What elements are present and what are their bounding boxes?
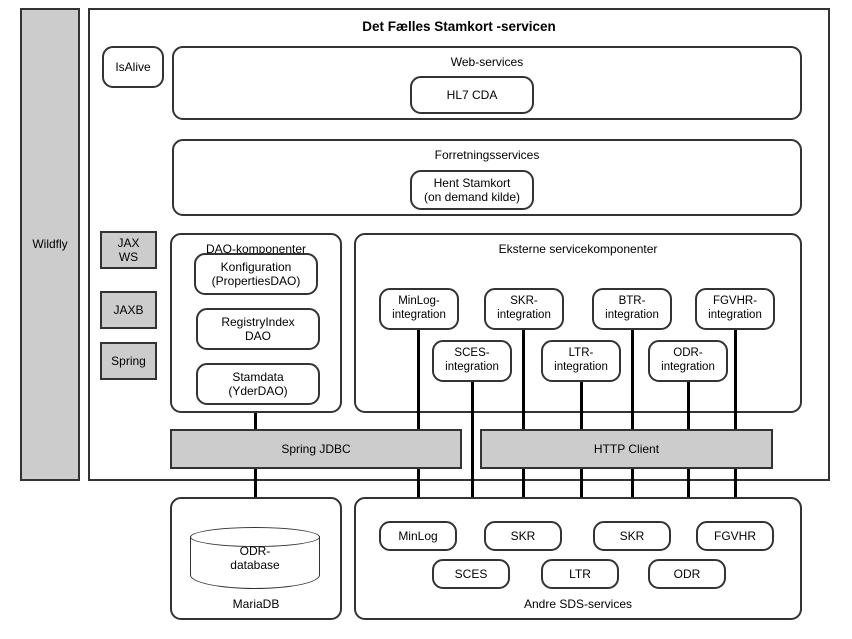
ext-skr-integration-label: SKR- integration <box>497 295 551 321</box>
dao-group-title: DAO-komponenter <box>205 242 307 256</box>
sds-sces-label: SCES <box>454 566 488 581</box>
ext-ltr-integration-label: LTR- integration <box>554 347 608 373</box>
module-jaxb[interactable]: JAXB <box>100 291 157 329</box>
sds-fgvhr[interactable]: FGVHR <box>696 521 774 551</box>
connector-spring-jdbc: Spring JDBC <box>170 429 462 469</box>
sds-fgvhr-label: FGVHR <box>714 528 756 543</box>
sds-odr-label: ODR <box>673 566 701 581</box>
odr-database-label: ODR- database <box>230 543 280 572</box>
page-title: Det Fælles Stamkort -servicen <box>362 19 556 34</box>
odr-database-cylinder[interactable]: ODR- database <box>190 527 320 589</box>
ext-minlog-integration-label: MinLog- integration <box>392 295 446 321</box>
ext-minlog-integration[interactable]: MinLog- integration <box>379 288 459 330</box>
sds-skr-2[interactable]: SKR <box>593 521 671 551</box>
ext-ltr-integration[interactable]: LTR- integration <box>541 340 621 382</box>
dao-stamdata[interactable]: Stamdata (YderDAO) <box>196 363 320 405</box>
cylinder-top <box>190 527 320 547</box>
connector-odr <box>687 382 690 576</box>
ext-odr-integration[interactable]: ODR- integration <box>648 340 728 382</box>
dao-konfiguration-label: Konfiguration (PropertiesDAO) <box>211 259 301 288</box>
module-jaxws[interactable]: JAX WS <box>100 231 157 269</box>
ext-btr-integration[interactable]: BTR- integration <box>592 288 672 330</box>
sds-skr-1-label: SKR <box>510 528 536 543</box>
connector-spring-jdbc-label: Spring JDBC <box>278 441 354 457</box>
forretningsservices-title: Forretningsservices <box>434 148 540 162</box>
dao-registryindex-label: RegistryIndex DAO <box>221 314 295 343</box>
module-jaxb-label: JAXB <box>113 302 144 317</box>
dao-stamdata-label: Stamdata (YderDAO) <box>228 369 288 398</box>
module-spring-label: Spring <box>111 353 146 368</box>
ext-btr-integration-label: BTR- integration <box>605 295 659 321</box>
sds-minlog-label: MinLog <box>398 528 438 543</box>
ext-sces-integration[interactable]: SCES- integration <box>432 340 512 382</box>
service-hl7-cda-label: HL7 CDA <box>446 87 498 102</box>
isalive-box[interactable]: IsAlive <box>102 46 164 88</box>
ext-odr-integration-label: ODR- integration <box>661 347 715 373</box>
sds-group <box>354 497 802 620</box>
module-jaxws-label: JAX WS <box>117 235 140 264</box>
ext-fgvhr-integration[interactable]: FGVHR- integration <box>695 288 775 330</box>
wildfly-label: Wildfly <box>32 237 68 252</box>
sds-sces[interactable]: SCES <box>432 559 510 589</box>
dao-konfiguration[interactable]: Konfiguration (PropertiesDAO) <box>194 253 318 295</box>
sds-odr[interactable]: ODR <box>648 559 726 589</box>
connector-http-client-label: HTTP Client <box>593 441 660 456</box>
mariadb-title: MariaDB <box>232 597 280 611</box>
sds-minlog[interactable]: MinLog <box>379 521 457 551</box>
sds-skr-1[interactable]: SKR <box>484 521 562 551</box>
sds-ltr-label: LTR <box>569 566 591 581</box>
connector-dao-db <box>254 413 257 545</box>
connector-ltr <box>580 382 583 576</box>
sds-ltr[interactable]: LTR <box>541 559 619 589</box>
ext-sces-integration-label: SCES- integration <box>445 347 499 373</box>
sds-title: Andre SDS-services <box>523 597 633 611</box>
connector-http-client: HTTP Client <box>480 429 773 469</box>
isalive-label: IsAlive <box>115 59 151 74</box>
eksterne-group-title: Eksterne servicekomponenter <box>498 242 658 256</box>
service-hl7-cda[interactable]: HL7 CDA <box>410 76 534 114</box>
sds-skr-2-label: SKR <box>619 528 645 543</box>
webservices-title: Web-services <box>450 55 524 69</box>
dao-registryindex[interactable]: RegistryIndex DAO <box>196 308 320 350</box>
service-hent-stamkort-label: Hent Stamkort (on demand kilde) <box>423 175 521 204</box>
wildfly-container: Wildfly <box>20 8 80 481</box>
ext-skr-integration[interactable]: SKR- integration <box>484 288 564 330</box>
ext-fgvhr-integration-label: FGVHR- integration <box>708 295 762 321</box>
connector-sces <box>471 382 474 576</box>
module-spring[interactable]: Spring <box>100 342 157 380</box>
service-hent-stamkort[interactable]: Hent Stamkort (on demand kilde) <box>410 170 534 210</box>
